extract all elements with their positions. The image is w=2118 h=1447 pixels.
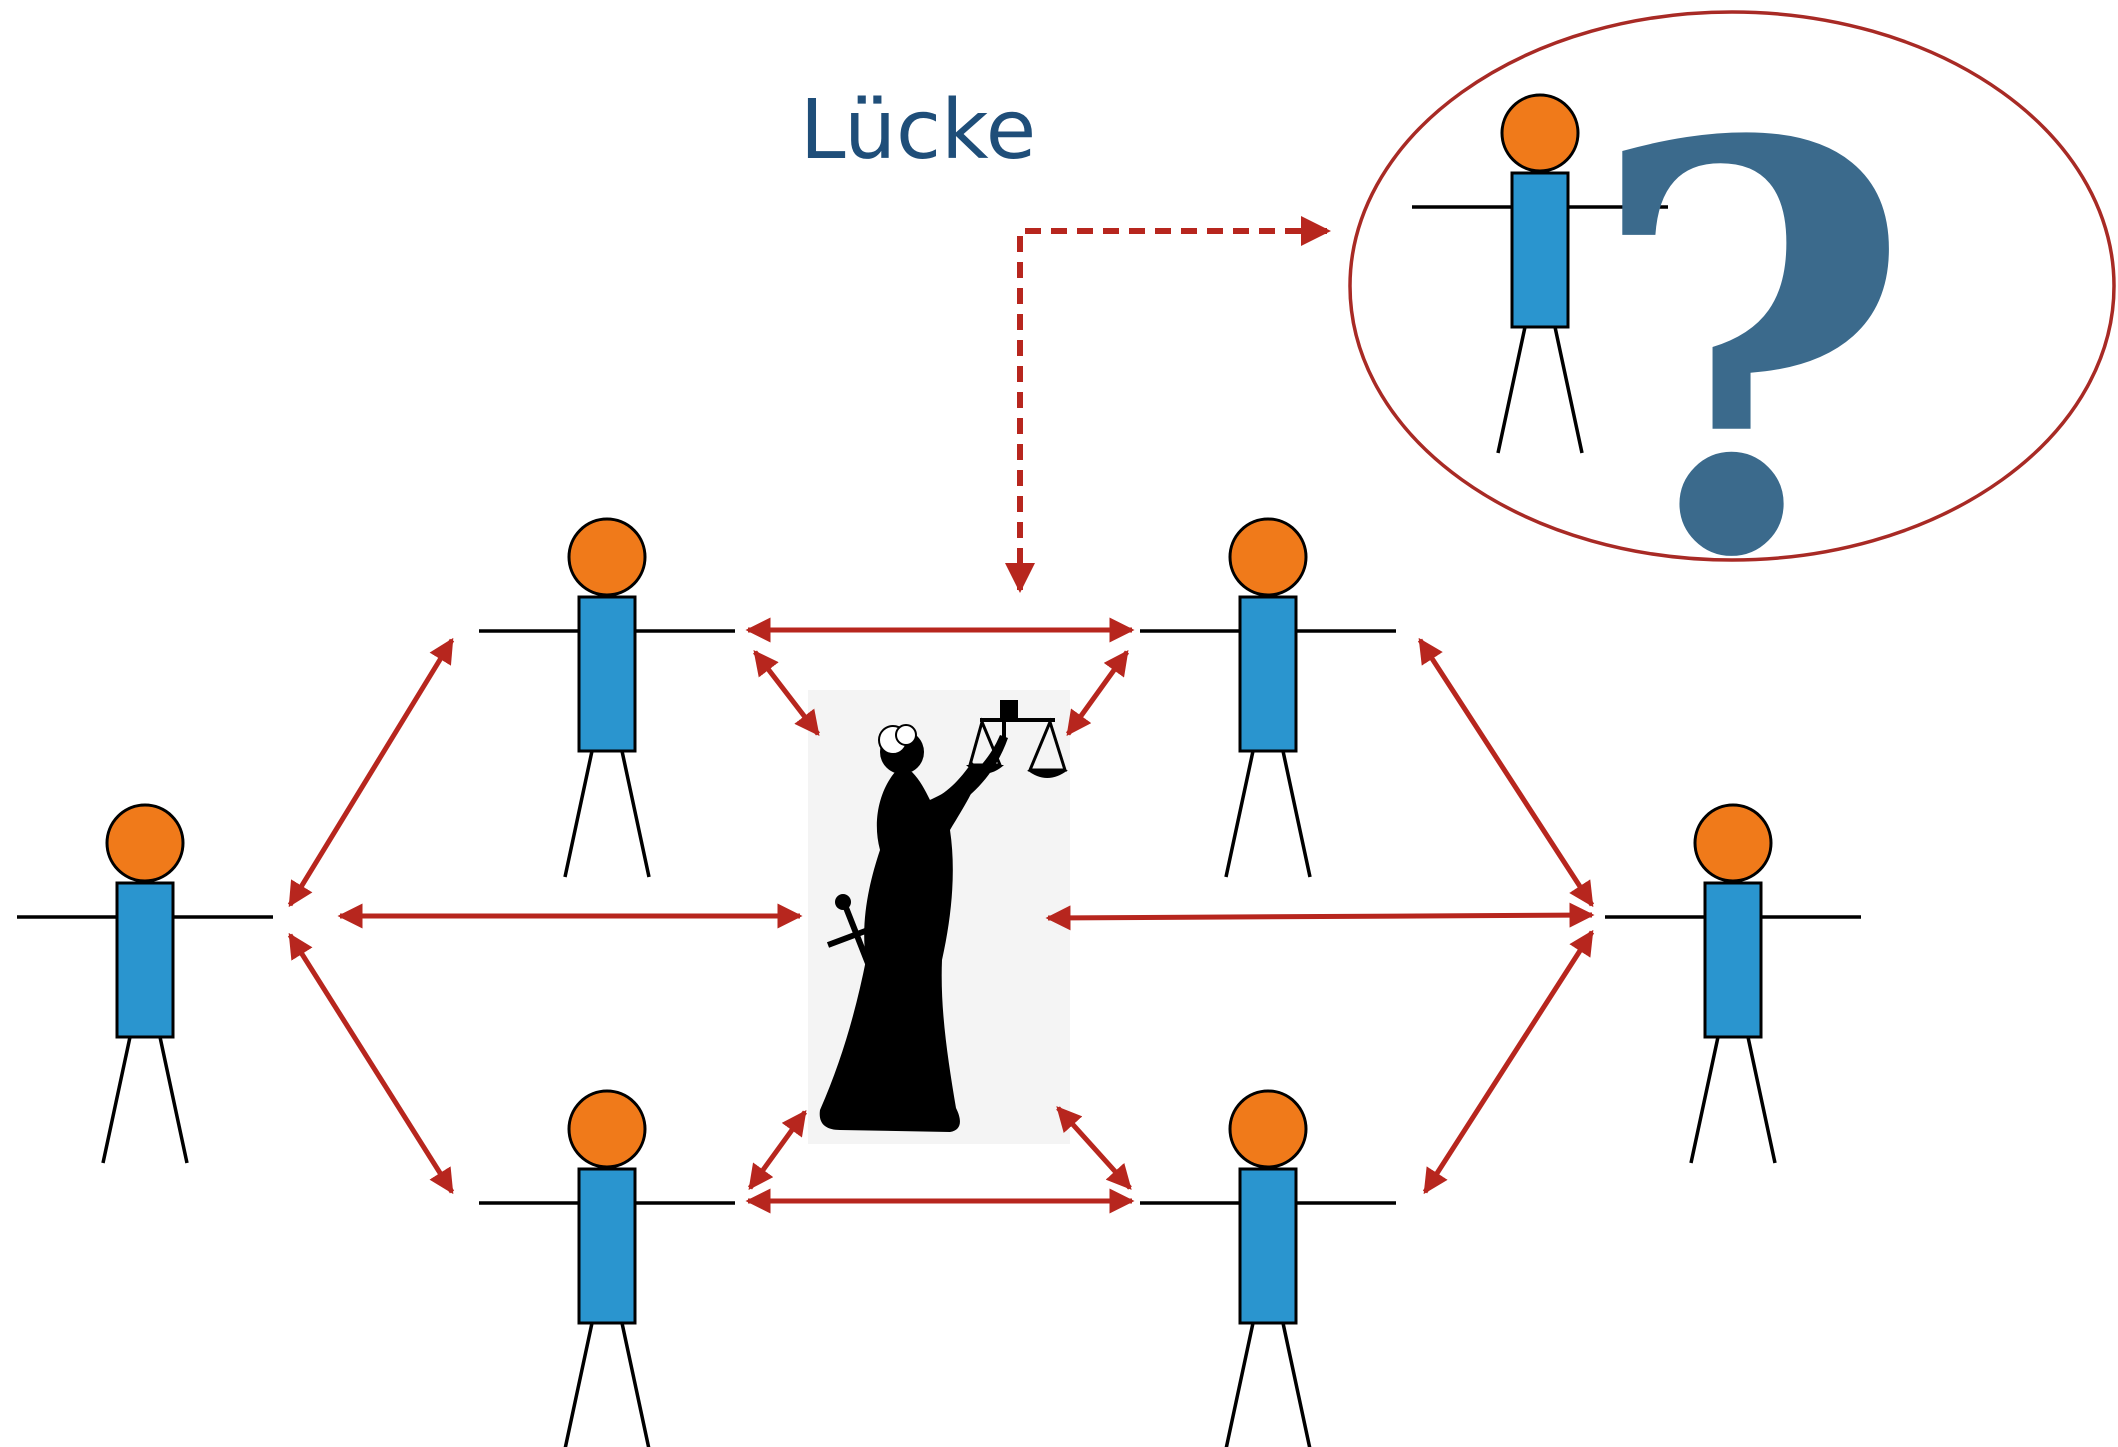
arrow-bottomleft-justitia [747, 1109, 808, 1191]
unknown-party-group: ? [1348, 10, 2116, 681]
person-left-icon [15, 803, 275, 1165]
gap-dashed-arrow [1005, 216, 1331, 593]
arrow-topright-right [1417, 637, 1595, 908]
arrow-topright-justitia [1065, 649, 1130, 737]
arrow-left-topleft [287, 637, 455, 908]
relationship-arrows [287, 617, 1595, 1214]
person-bottom-left-icon [477, 1089, 737, 1447]
arrow-bottomright-justitia [1056, 1106, 1132, 1190]
question-mark-icon: ? [1586, 23, 1914, 681]
person-top-left-icon [477, 517, 737, 879]
person-bottom-right-icon [1138, 1089, 1398, 1447]
arrow-justitia-right [1045, 902, 1595, 931]
gap-ellipse [1348, 10, 2116, 562]
diagram-title: Lücke [800, 83, 1036, 178]
arrow-bottomright-right [1422, 929, 1595, 1195]
arrow-left-bottomleft [287, 932, 455, 1195]
arrow-topleft-justitia [753, 650, 820, 736]
person-top-right-icon [1138, 517, 1398, 879]
justitia-icon [808, 690, 1070, 1144]
person-right-icon [1603, 803, 1863, 1165]
